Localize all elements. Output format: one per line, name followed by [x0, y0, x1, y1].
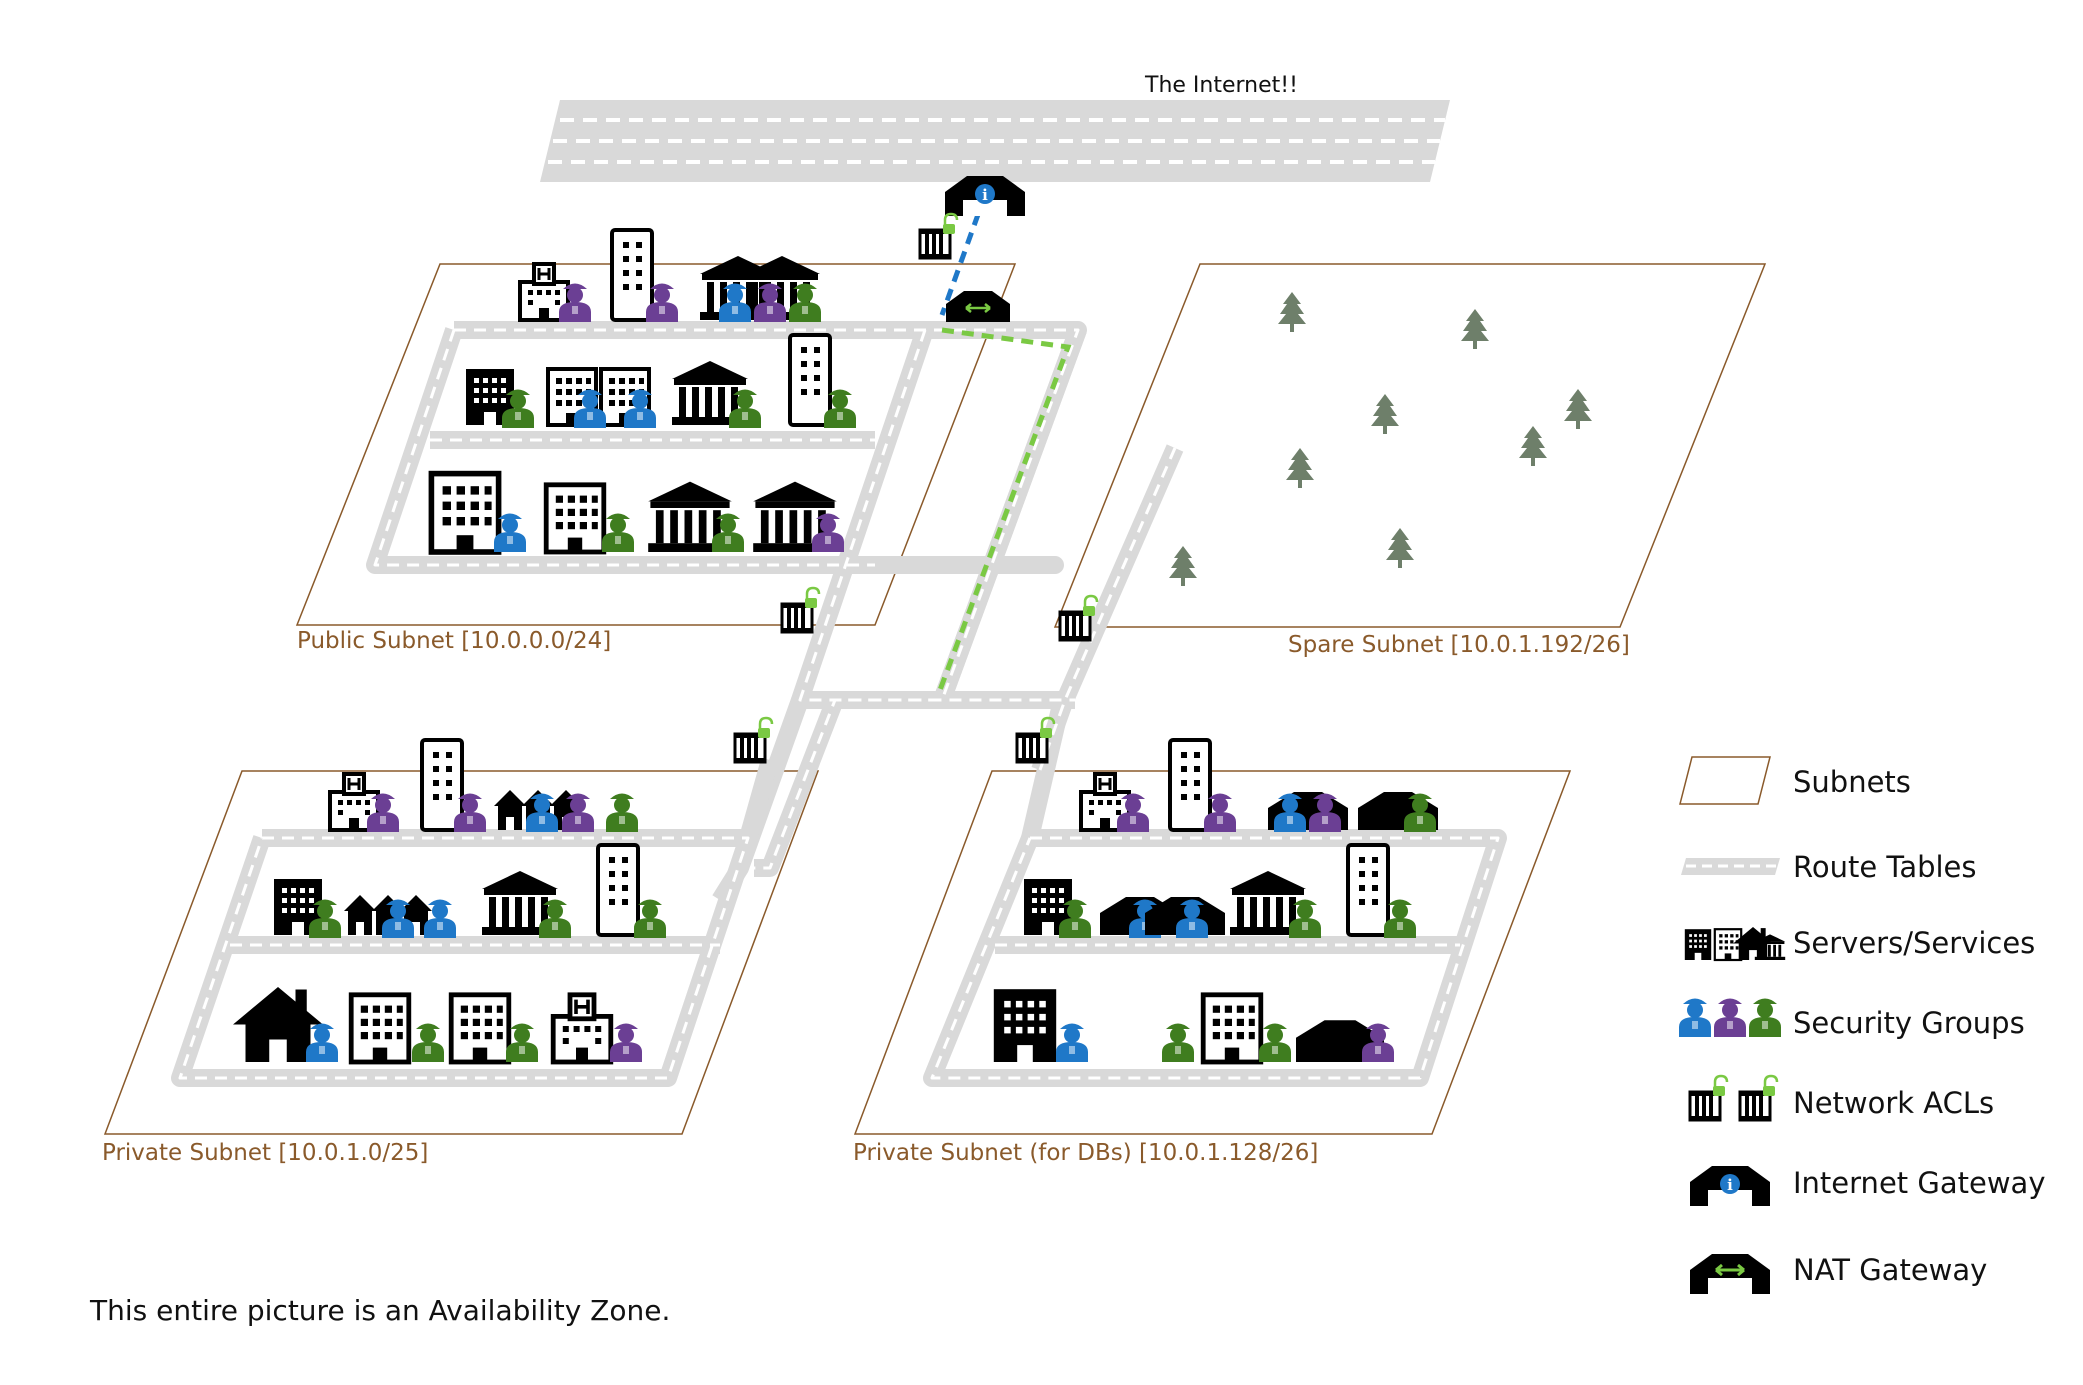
tower-building-icon — [1346, 843, 1390, 937]
legend-nat-gateway-label: NAT Gateway — [1793, 1253, 1987, 1287]
gateway-icon — [1690, 1254, 1770, 1294]
server-icon — [788, 333, 832, 427]
office-building-icon — [451, 995, 509, 1062]
route-table-roads — [171, 321, 1507, 1087]
legend-route-tables-label: Route Tables — [1793, 850, 1977, 884]
tower-building-icon — [1168, 738, 1212, 832]
legend-subnet-swatch — [1679, 756, 1771, 805]
tower-building-icon — [596, 843, 640, 937]
legend-subnets-label: Subnets — [1793, 765, 1911, 799]
legend-network-acls-swatch — [1688, 1074, 1779, 1122]
svg-text:i: i — [1727, 1176, 1733, 1194]
legend-nat-gateway-swatch — [1690, 1254, 1770, 1294]
public-subnet-label: Public Subnet [10.0.0.0/24] — [297, 628, 611, 654]
legend-security-groups-label: Security Groups — [1793, 1006, 2025, 1040]
legend-internet-gateway-label: Internet Gateway — [1793, 1166, 2045, 1200]
office-building-icon — [1203, 995, 1261, 1062]
footer-caption: This entire picture is an Availability Z… — [89, 1294, 670, 1327]
network-acl-icon — [1738, 1074, 1779, 1122]
security-group-icon — [1679, 998, 1711, 1037]
server-icon — [610, 228, 654, 322]
legend-servers-label: Servers/Services — [1793, 926, 2035, 960]
spare-subnet-label: Spare Subnet [10.0.1.192/26] — [1288, 632, 1630, 658]
legend-route-table-swatch — [1681, 858, 1780, 875]
legend: Subnets Route Tables Servers/Services Se… — [1679, 756, 2045, 1294]
spare-subnet-plate — [1053, 263, 1767, 628]
nat-path — [937, 327, 1072, 691]
private-db-subnet-label: Private Subnet (for DBs) [10.0.1.128/26] — [853, 1140, 1318, 1166]
office-building-icon — [993, 989, 1057, 1062]
internet-label: The Internet!! — [1144, 73, 1298, 98]
internet-gateway-icon: i — [945, 176, 1025, 216]
svg-text:i: i — [982, 186, 988, 204]
legend-internet-gateway-swatch: i — [1690, 1166, 1770, 1206]
network-acl-icon — [918, 212, 959, 260]
network-acl-icon — [733, 716, 774, 764]
office-building-icon — [351, 995, 409, 1062]
security-group-icon — [1714, 998, 1746, 1037]
private-subnet-label: Private Subnet [10.0.1.0/25] — [102, 1140, 428, 1166]
office-building-icon — [546, 485, 604, 552]
legend-security-groups-swatch — [1679, 998, 1781, 1037]
legend-servers-swatch — [1684, 927, 1786, 962]
nat-gateway-icon — [946, 291, 1010, 322]
security-group-icon — [1749, 998, 1781, 1037]
network-acl-icon — [1688, 1074, 1729, 1122]
office-building-icon — [1713, 928, 1743, 962]
office-building-icon — [1684, 929, 1712, 960]
legend-network-acls-label: Network ACLs — [1793, 1086, 1994, 1120]
office-building-icon — [431, 474, 498, 552]
internet-road — [540, 100, 1450, 182]
